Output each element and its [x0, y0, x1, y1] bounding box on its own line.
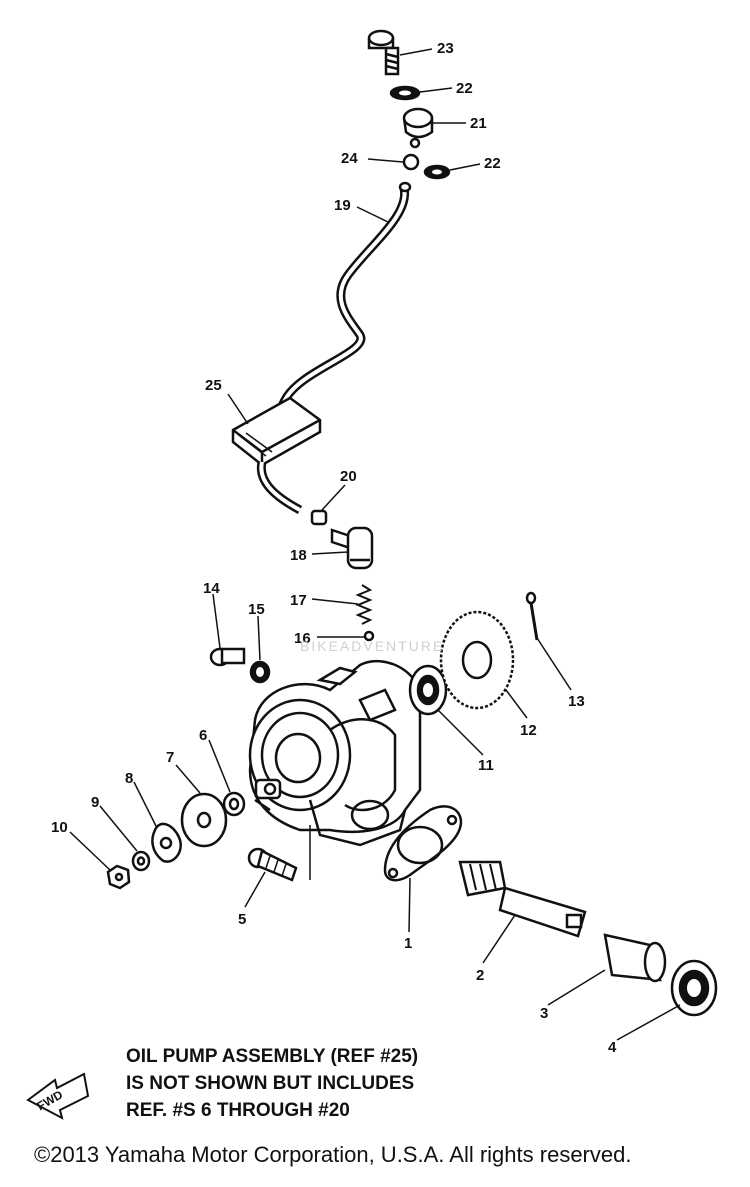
callout-25: 25 — [205, 377, 222, 394]
callout-6: 6 — [199, 727, 207, 744]
copyright-notice: ©2013 Yamaha Motor Corporation, U.S.A. A… — [34, 1142, 632, 1167]
callout-2: 2 — [476, 967, 484, 984]
callout-3: 3 — [540, 1005, 548, 1022]
part-union-elbow — [330, 526, 374, 570]
callout-9: 9 — [91, 794, 99, 811]
callout-16: 16 — [294, 630, 311, 647]
part-hose-clip — [310, 509, 328, 526]
callout-11: 11 — [478, 757, 494, 774]
callout-7: 7 — [166, 749, 174, 766]
part-plate-8 — [151, 822, 182, 863]
part-grommet — [231, 396, 322, 467]
part-washer-6 — [222, 791, 246, 817]
callout-22-lower: 22 — [484, 155, 501, 172]
callout-labels: 23 22 21 24 22 19 25 20 18 17 16 14 15 6… — [35, 40, 617, 1113]
part-collar — [603, 933, 667, 983]
callout-5: 5 — [238, 911, 246, 928]
callout-22: 22 — [456, 80, 473, 97]
callout-1: 1 — [404, 935, 412, 952]
part-nut-10 — [106, 864, 131, 890]
note-line-2: IS NOT SHOWN BUT INCLUDES — [126, 1073, 415, 1094]
part-bolt-14 — [209, 647, 246, 667]
callout-4: 4 — [608, 1039, 617, 1056]
part-washer-top — [389, 85, 421, 101]
forward-arrow-icon — [26, 1072, 90, 1120]
part-spring — [355, 584, 373, 625]
part-banjo-fitting — [402, 107, 434, 149]
callout-8: 8 — [125, 770, 133, 787]
part-cover-gasket — [439, 610, 515, 710]
callout-13: 13 — [568, 693, 585, 710]
part-drive-shaft — [458, 860, 587, 938]
callout-18: 18 — [290, 547, 307, 564]
leader-lines — [69, 48, 681, 1041]
watermark: BIKEADVENTURE — [300, 638, 445, 654]
assembly-note: OIL PUMP ASSEMBLY (REF #25) IS NOT SHOWN… — [126, 1043, 546, 1124]
part-seal-15 — [249, 660, 271, 684]
part-bearing — [670, 959, 718, 1017]
callout-19: 19 — [334, 197, 351, 214]
callout-21: 21 — [470, 115, 487, 132]
part-gasket — [383, 805, 463, 882]
callout-14: 14 — [203, 580, 220, 597]
callout-15: 15 — [248, 601, 265, 618]
note-line-1: OIL PUMP ASSEMBLY (REF #25) — [126, 1046, 419, 1067]
part-small-ball — [363, 630, 375, 642]
part-oil-seal-11 — [408, 664, 448, 716]
note-line-3: REF. #S 6 THROUGH #20 — [126, 1100, 350, 1121]
part-washer-9 — [131, 850, 151, 872]
callout-23: 23 — [437, 40, 454, 57]
part-adjusting-pulley — [180, 792, 228, 848]
part-oil-pump-body — [248, 659, 422, 847]
callout-12: 12 — [520, 722, 537, 739]
callout-10: 10 — [51, 819, 68, 836]
callout-17: 17 — [290, 592, 307, 609]
callout-20: 20 — [340, 468, 357, 485]
part-check-ball — [402, 153, 420, 171]
part-washer-lower — [423, 164, 451, 180]
callout-24: 24 — [341, 150, 358, 167]
part-banjo-bolt — [367, 29, 400, 76]
part-bolt-5 — [247, 847, 298, 882]
part-screw-13 — [525, 591, 539, 641]
